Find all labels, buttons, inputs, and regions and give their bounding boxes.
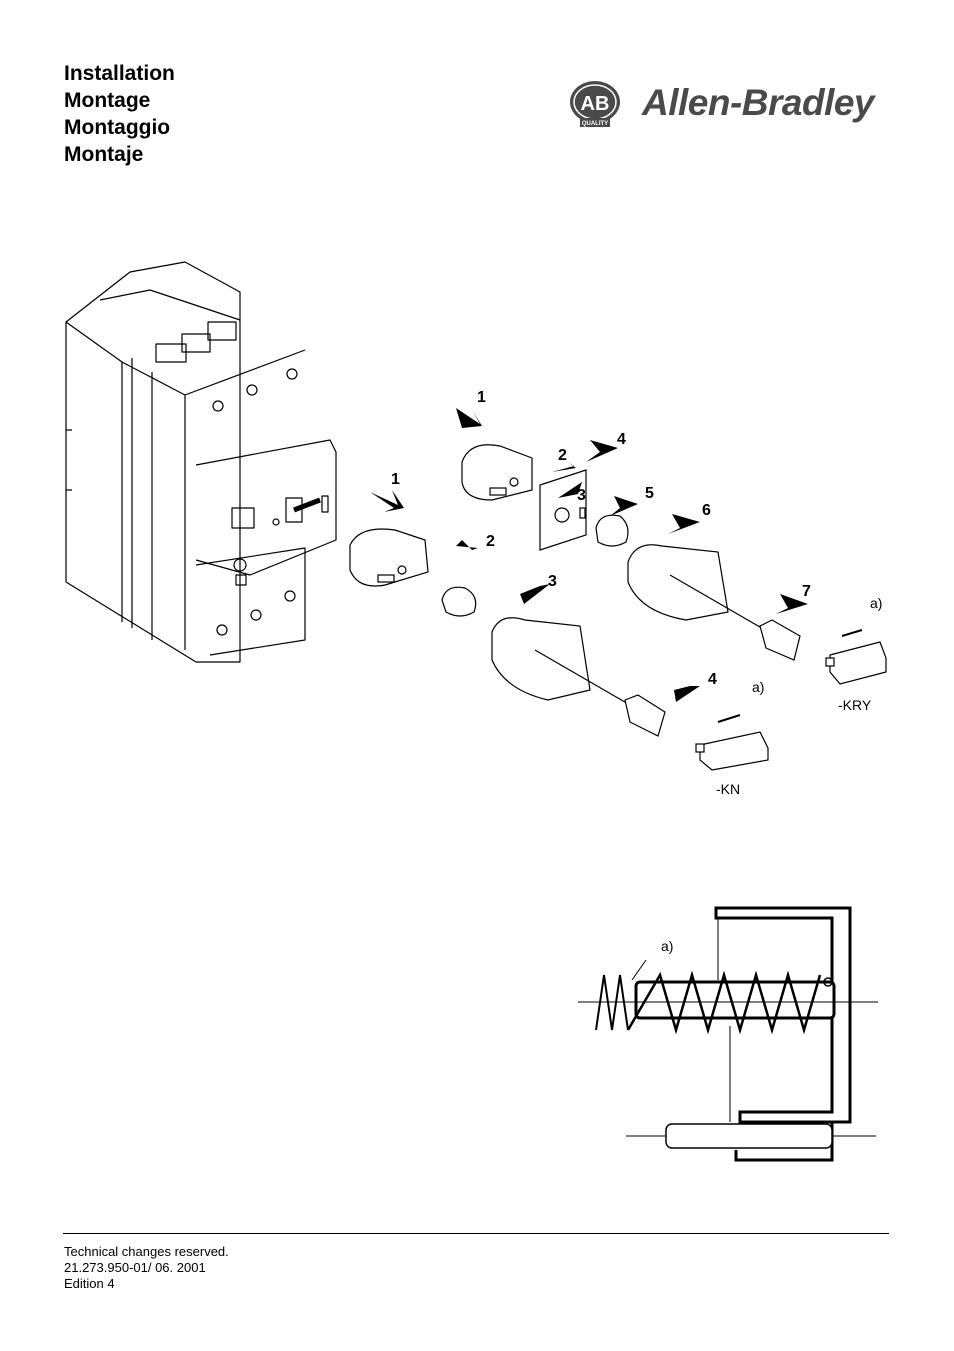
arrow-step-4-left [674, 686, 700, 702]
arrow-step-3-left [520, 584, 550, 604]
step-4-left: 4 [708, 671, 717, 688]
shaft-adapter-left [441, 586, 477, 617]
step-numbers: 1 2 3 4 1 2 3 4 5 6 7 [391, 389, 811, 688]
assembly-arrows [370, 408, 808, 702]
title-es: Montaje [64, 143, 144, 166]
callout-a-right: a) [870, 595, 882, 611]
step-1-right: 1 [477, 389, 486, 406]
footer-edition: Edition 4 [64, 1276, 115, 1291]
circuit-breaker [65, 261, 337, 663]
callout-a-left: a) [752, 679, 764, 695]
title-de: Montage [64, 89, 151, 112]
arrow-step-7-right [776, 594, 808, 614]
title-block: Installation Montage Montaggio Montaje [64, 60, 175, 168]
arrow-step-1-left [370, 490, 404, 512]
title-en: Installation [64, 62, 175, 85]
allen-bradley-logo: AB QUALITY Allen-Bradley [568, 78, 884, 134]
arrow-step-5-right [610, 496, 638, 516]
left-assembly [349, 528, 769, 771]
arrow-step-4-right [586, 440, 618, 462]
arrow-step-3-right [558, 482, 582, 498]
label-kry: -KRY [838, 697, 872, 713]
spring-end [595, 974, 629, 1031]
arrow-step-6-right [668, 514, 700, 534]
key-insert-kry [829, 641, 887, 685]
arrow-step-2-left [456, 540, 478, 550]
variant-labels: a) a) -KN -KRY [716, 595, 882, 797]
label-kn: -KN [716, 781, 740, 797]
step-1-left: 1 [391, 471, 400, 488]
step-2-right: 2 [558, 447, 567, 464]
shaft-adapter-right [595, 514, 629, 547]
step-6-right: 6 [702, 502, 711, 519]
footer-notice: Technical changes reserved. [64, 1244, 229, 1259]
key-insert-kn [699, 731, 769, 771]
step-7-right: 7 [802, 583, 811, 600]
footer-doc-number: 21.273.950-01/ 06. 2001 [64, 1260, 206, 1275]
spring-detail [578, 906, 878, 1162]
lock-housing-right [627, 544, 729, 621]
step-3-right: 3 [577, 487, 586, 504]
ab-badge-letters: AB [581, 93, 610, 115]
step-3-left: 3 [548, 573, 557, 590]
arrow-step-1-right [456, 408, 482, 428]
step-4-right: 4 [617, 431, 626, 448]
step-2-left: 2 [486, 533, 495, 550]
ab-badge-quality: QUALITY [582, 121, 608, 127]
arrow-step-2-right [552, 462, 576, 472]
brand-name: Allen-Bradley [642, 82, 875, 123]
footer: Technical changes reserved. 21.273.950-0… [64, 1244, 229, 1292]
rotary-knob-left [349, 528, 429, 587]
cable-lock-left [624, 694, 666, 737]
bracket-outer [714, 906, 852, 1124]
step-5-right: 5 [645, 485, 654, 502]
title-it: Montaggio [64, 116, 171, 139]
lock-housing-left [491, 617, 591, 701]
guide-pin [665, 1123, 833, 1149]
detail-callout-a: a) [661, 938, 673, 954]
ab-badge-icon: AB QUALITY [570, 81, 620, 127]
footer-divider [63, 1233, 889, 1234]
cable-lock-right [759, 619, 801, 661]
